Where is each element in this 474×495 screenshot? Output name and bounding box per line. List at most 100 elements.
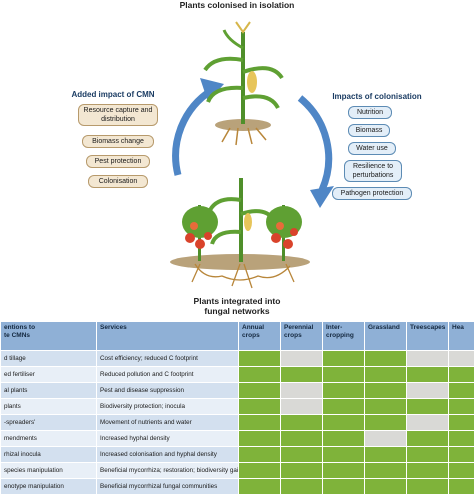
row-mark-cell (449, 431, 474, 447)
right-panel-heading: Impacts of colonisation (318, 92, 436, 101)
row-mark-cell (365, 367, 407, 383)
row-mark-cell (365, 463, 407, 479)
row-mark-cell (449, 447, 474, 463)
row-mark-cell (281, 431, 323, 447)
row-intervention: -spreaders' (1, 415, 97, 431)
row-mark-cell (281, 351, 323, 367)
header-perennial-crops: Perennial crops (281, 322, 323, 351)
row-mark-cell (407, 479, 449, 495)
row-mark-cell (281, 463, 323, 479)
row-mark-cell (323, 447, 365, 463)
header-services: Services (97, 322, 239, 351)
row-intervention: plants (1, 399, 97, 415)
row-intervention: ed fertiliser (1, 367, 97, 383)
row-mark-cell (239, 367, 281, 383)
row-mark-cell (365, 399, 407, 415)
row-intervention: mendments (1, 431, 97, 447)
header-grassland: Grassland (365, 322, 407, 351)
row-intervention: rhizal inocula (1, 447, 97, 463)
row-intervention: enotype manipulation (1, 479, 97, 495)
row-mark-cell (407, 447, 449, 463)
row-mark-cell (323, 463, 365, 479)
row-mark-cell (239, 383, 281, 399)
row-mark-cell (323, 351, 365, 367)
row-mark-cell (449, 399, 474, 415)
row-service: Biodiversity protection; inocula (97, 399, 239, 415)
row-mark-cell (281, 399, 323, 415)
row-intervention: species manipulation (1, 463, 97, 479)
row-mark-cell (365, 383, 407, 399)
row-mark-cell (365, 415, 407, 431)
row-mark-cell (323, 367, 365, 383)
row-mark-cell (281, 367, 323, 383)
left-item-pest-protection: Pest protection (86, 155, 150, 168)
table-row: -spreaders'Movement of nutrients and wat… (1, 415, 474, 431)
row-mark-cell (239, 415, 281, 431)
row-service: Beneficial mycorrhizal fungal communitie… (97, 479, 239, 495)
left-panel-heading: Added impact of CMN (58, 90, 168, 99)
row-service: Pest and disease suppression (97, 383, 239, 399)
left-item-resource-capture: Resource capture and distribution (78, 104, 158, 126)
right-item-resilience: Resilience to perturbations (344, 160, 402, 182)
row-mark-cell (449, 367, 474, 383)
header-intercropping: Inter-cropping (323, 322, 365, 351)
row-mark-cell (449, 479, 474, 495)
row-mark-cell (239, 463, 281, 479)
row-mark-cell (449, 415, 474, 431)
row-mark-cell (239, 479, 281, 495)
row-service: Cost efficiency; reduced C footprint (97, 351, 239, 367)
row-mark-cell (365, 431, 407, 447)
row-mark-cell (407, 367, 449, 383)
integrated-plants-icon (170, 178, 310, 288)
right-item-pathogen-protection: Pathogen protection (332, 187, 412, 200)
row-service: Reduced pollution and C footprint (97, 367, 239, 383)
row-mark-cell (323, 415, 365, 431)
row-mark-cell (239, 447, 281, 463)
interventions-table: entions to te CMNs Services Annual crops… (0, 321, 474, 495)
right-item-nutrition: Nutrition (348, 106, 392, 119)
row-intervention: al plants (1, 383, 97, 399)
row-mark-cell (365, 447, 407, 463)
row-service: Increased colonisation and hyphal densit… (97, 447, 239, 463)
row-mark-cell (407, 383, 449, 399)
row-mark-cell (281, 415, 323, 431)
header-interventions: entions to te CMNs (1, 322, 97, 351)
right-item-water-use: Water use (348, 142, 396, 155)
row-mark-cell (239, 431, 281, 447)
row-mark-cell (449, 383, 474, 399)
row-mark-cell (239, 399, 281, 415)
row-mark-cell (407, 415, 449, 431)
row-mark-cell (365, 479, 407, 495)
row-mark-cell (281, 479, 323, 495)
table-header-row: entions to te CMNs Services Annual crops… (1, 322, 474, 351)
row-mark-cell (281, 383, 323, 399)
row-mark-cell (323, 399, 365, 415)
row-mark-cell (239, 351, 281, 367)
row-service: Beneficial mycorrhiza; restoration; biod… (97, 463, 239, 479)
row-mark-cell (323, 431, 365, 447)
row-mark-cell (323, 479, 365, 495)
header-treescapes: Treescapes (407, 322, 449, 351)
row-mark-cell (407, 463, 449, 479)
row-mark-cell (365, 351, 407, 367)
row-mark-cell (449, 463, 474, 479)
cycle-illustration (0, 0, 474, 320)
row-service: Movement of nutrients and water (97, 415, 239, 431)
header-annual-crops: Annual crops (239, 322, 281, 351)
row-service: Increased hyphal density (97, 431, 239, 447)
row-mark-cell (449, 351, 474, 367)
row-intervention: d tillage (1, 351, 97, 367)
row-mark-cell (407, 351, 449, 367)
left-item-biomass-change: Biomass change (82, 135, 154, 148)
row-mark-cell (323, 383, 365, 399)
header-heathland: Hea (449, 322, 474, 351)
left-item-colonisation: Colonisation (88, 175, 148, 188)
